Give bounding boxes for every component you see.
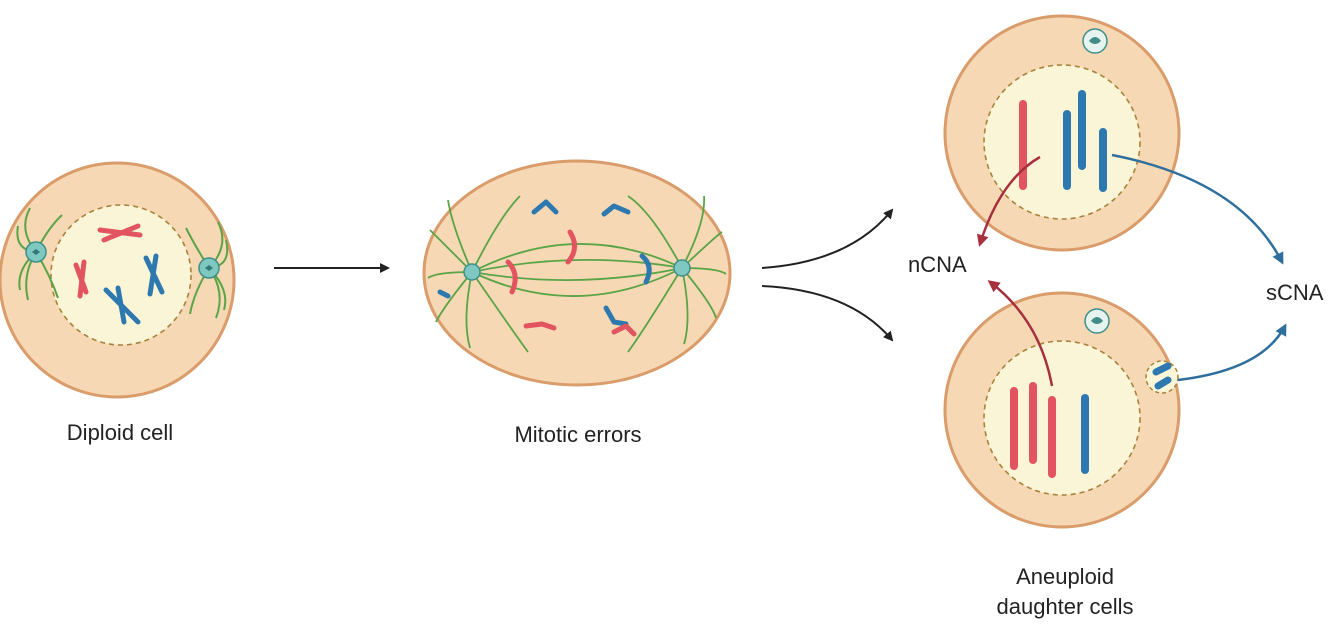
mitotic-chromosome-red-4 xyxy=(611,323,637,337)
mitotic-chromosome-blue-lagging xyxy=(437,289,451,299)
top-daughter-cell xyxy=(943,14,1181,252)
diploid-cell xyxy=(0,161,236,399)
mitotic-cell-membrane xyxy=(422,159,732,387)
mitotic-chromosome-red-2 xyxy=(505,259,518,295)
mitotic-chromosome-blue-4 xyxy=(603,305,629,327)
bottom-daughter-nucleus xyxy=(983,340,1141,496)
aneuploid-label-line2: daughter cells xyxy=(996,594,1134,619)
arrow-to-bottom-daughter xyxy=(761,285,894,342)
diploid-nucleus xyxy=(50,204,192,346)
arrow-micronucleus-to-scna xyxy=(1177,323,1287,382)
ncna-label: nCNA xyxy=(908,252,967,277)
diploid-cell-label: Diploid cell xyxy=(66,420,174,445)
mitotic-chromosome-red-3 xyxy=(523,321,557,331)
mitotic-right-centrosome xyxy=(673,259,691,277)
bottom-daughter-micronucleus xyxy=(1145,360,1179,394)
arrow-top-to-ncna xyxy=(976,155,1041,247)
mitotic-left-centrosome xyxy=(463,263,481,281)
mitotic-cell xyxy=(422,159,732,387)
arrow-to-top-daughter xyxy=(761,208,894,269)
bottom-daughter-cell xyxy=(943,291,1181,529)
scna-label: sCNA xyxy=(1266,280,1324,305)
mitotic-chromosome-blue-1 xyxy=(531,199,559,215)
mitotic-chromosome-blue-2 xyxy=(601,203,631,217)
arrow-top-to-scna xyxy=(1111,153,1284,265)
arrow-bottom-to-ncna xyxy=(987,280,1054,387)
mitotic-errors-label: Mitotic errors xyxy=(514,422,642,447)
aneuploid-label-line1: Aneuploid xyxy=(1016,564,1114,589)
mitotic-chromosome-blue-3 xyxy=(639,253,652,285)
mitotic-chromosome-red-1 xyxy=(565,229,577,265)
micronucleus-chromosome-blue xyxy=(1152,362,1172,390)
top-daughter-nucleus xyxy=(983,64,1141,220)
